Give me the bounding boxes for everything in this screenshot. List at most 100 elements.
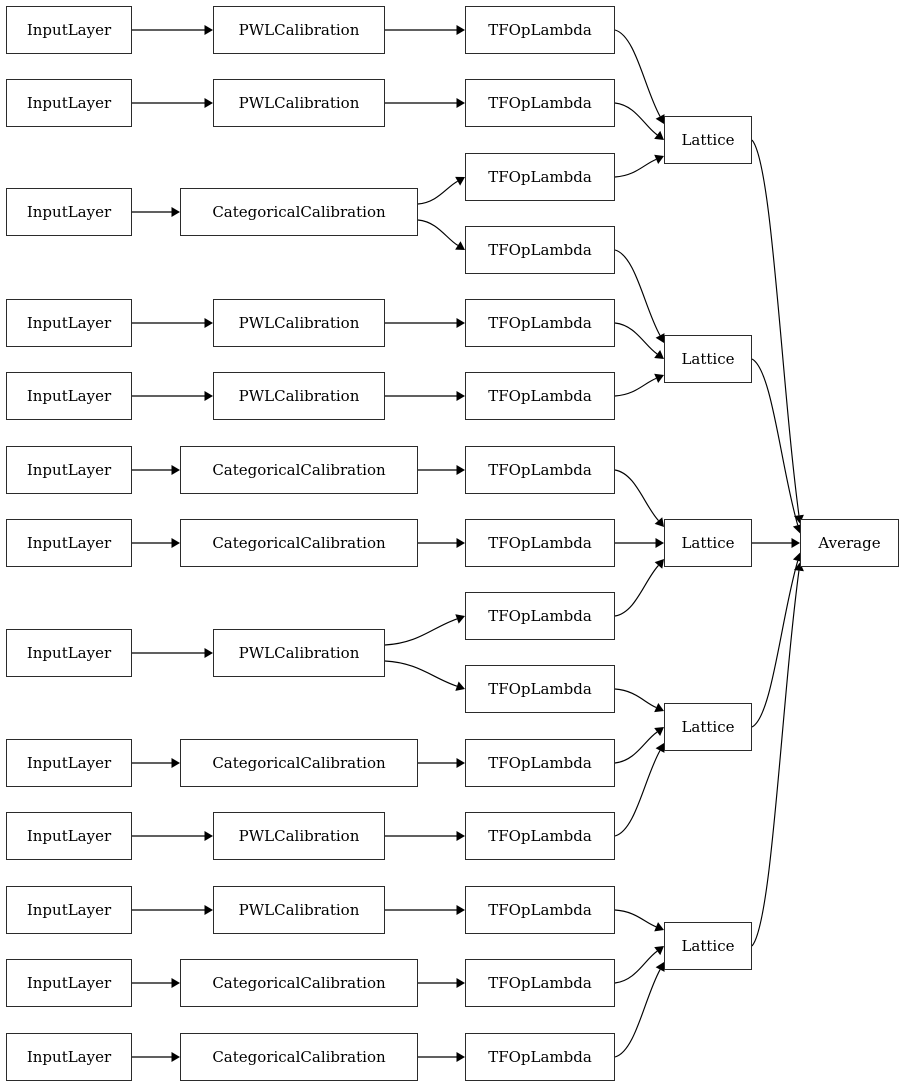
node-t7[interactable]: TFOpLambda [465,446,615,494]
node-label: TFOpLambda [488,679,592,698]
node-c10[interactable]: PWLCalibration [213,812,385,860]
node-label: InputLayer [26,826,112,845]
node-c13[interactable]: CategoricalCalibration [180,1033,418,1081]
node-t13[interactable]: TFOpLambda [465,886,615,934]
node-label: TFOpLambda [488,900,592,919]
node-label: TFOpLambda [488,533,592,552]
node-label: InputLayer [26,20,112,39]
edge-L5-to-avg [751,570,800,947]
node-label: Lattice [681,936,735,955]
node-L3[interactable]: Lattice [664,519,752,567]
node-in1[interactable]: InputLayer [6,6,132,54]
node-label: InputLayer [26,313,112,332]
node-c4[interactable]: PWLCalibration [213,299,385,347]
node-label: TFOpLambda [488,313,592,332]
node-c12[interactable]: CategoricalCalibration [180,959,418,1007]
node-t2[interactable]: TFOpLambda [465,79,615,127]
edge-L2-to-avg [751,358,799,526]
node-in6[interactable]: InputLayer [6,446,132,494]
arrowhead-icon [456,538,465,548]
node-label: CategoricalCalibration [212,460,386,479]
node-avg[interactable]: Average [800,519,899,567]
arrowhead-icon [456,831,465,841]
arrowhead-icon [204,831,213,841]
node-c9[interactable]: CategoricalCalibration [180,739,418,787]
node-in3[interactable]: InputLayer [6,188,132,236]
edge-c8-to-t9 [384,618,458,646]
node-t4[interactable]: TFOpLambda [465,226,615,274]
node-in2[interactable]: InputLayer [6,79,132,127]
node-label: InputLayer [26,1047,112,1066]
node-label: CategoricalCalibration [212,533,386,552]
node-label: Lattice [681,717,735,736]
arrowhead-icon [171,758,180,768]
node-t8[interactable]: TFOpLambda [465,519,615,567]
node-t6[interactable]: TFOpLambda [465,372,615,420]
edge-t9-to-L3 [614,565,659,617]
edge-t2-to-L1 [614,102,658,136]
arrowhead-icon [171,978,180,988]
arrowhead-icon [654,559,664,569]
node-in4[interactable]: InputLayer [6,299,132,347]
arrowhead-icon [204,25,213,35]
node-label: PWLCalibration [238,900,360,919]
node-in10[interactable]: InputLayer [6,812,132,860]
node-t3[interactable]: TFOpLambda [465,153,615,201]
arrowhead-icon [654,349,664,359]
node-L2[interactable]: Lattice [664,335,752,383]
node-label: InputLayer [26,643,112,662]
node-t5[interactable]: TFOpLambda [465,299,615,347]
node-label: Lattice [681,349,735,368]
node-c3[interactable]: CategoricalCalibration [180,188,418,236]
edge-t6-to-L2 [614,377,657,397]
node-c8[interactable]: PWLCalibration [213,629,385,677]
node-label: CategoricalCalibration [212,202,386,221]
node-t15[interactable]: TFOpLambda [465,1033,615,1081]
node-label: TFOpLambda [488,167,592,186]
arrowhead-icon [455,681,465,691]
node-t1[interactable]: TFOpLambda [465,6,615,54]
arrowhead-icon [456,1052,465,1062]
node-in7[interactable]: InputLayer [6,519,132,567]
node-label: InputLayer [26,900,112,919]
node-label: TFOpLambda [488,753,592,772]
edge-L1-to-avg [751,139,800,516]
node-L4[interactable]: Lattice [664,703,752,751]
node-label: PWLCalibration [238,93,360,112]
arrowhead-icon [654,130,664,140]
node-in9[interactable]: InputLayer [6,739,132,787]
node-label: TFOpLambda [488,1047,592,1066]
arrowhead-icon [654,727,664,737]
node-t11[interactable]: TFOpLambda [465,739,615,787]
node-in11[interactable]: InputLayer [6,886,132,934]
node-t10[interactable]: TFOpLambda [465,665,615,713]
node-in5[interactable]: InputLayer [6,372,132,420]
node-label: CategoricalCalibration [212,753,386,772]
node-c7[interactable]: CategoricalCalibration [180,519,418,567]
node-c2[interactable]: PWLCalibration [213,79,385,127]
node-t12[interactable]: TFOpLambda [465,812,615,860]
node-label: InputLayer [26,386,112,405]
node-c5[interactable]: PWLCalibration [213,372,385,420]
node-t9[interactable]: TFOpLambda [465,592,615,640]
arrowhead-icon [655,538,664,548]
node-in12[interactable]: InputLayer [6,959,132,1007]
node-in8[interactable]: InputLayer [6,629,132,677]
node-in13[interactable]: InputLayer [6,1033,132,1081]
node-c11[interactable]: PWLCalibration [213,886,385,934]
node-label: TFOpLambda [488,240,592,259]
node-c6[interactable]: CategoricalCalibration [180,446,418,494]
node-L1[interactable]: Lattice [664,116,752,164]
arrowhead-icon [204,98,213,108]
node-label: Average [818,533,881,552]
node-label: InputLayer [26,460,112,479]
node-t14[interactable]: TFOpLambda [465,959,615,1007]
node-L5[interactable]: Lattice [664,922,752,970]
edge-t10-to-L4 [614,688,657,709]
arrowhead-icon [456,98,465,108]
node-c1[interactable]: PWLCalibration [213,6,385,54]
edge-c8-to-t10 [384,660,458,687]
arrowhead-icon [456,978,465,988]
